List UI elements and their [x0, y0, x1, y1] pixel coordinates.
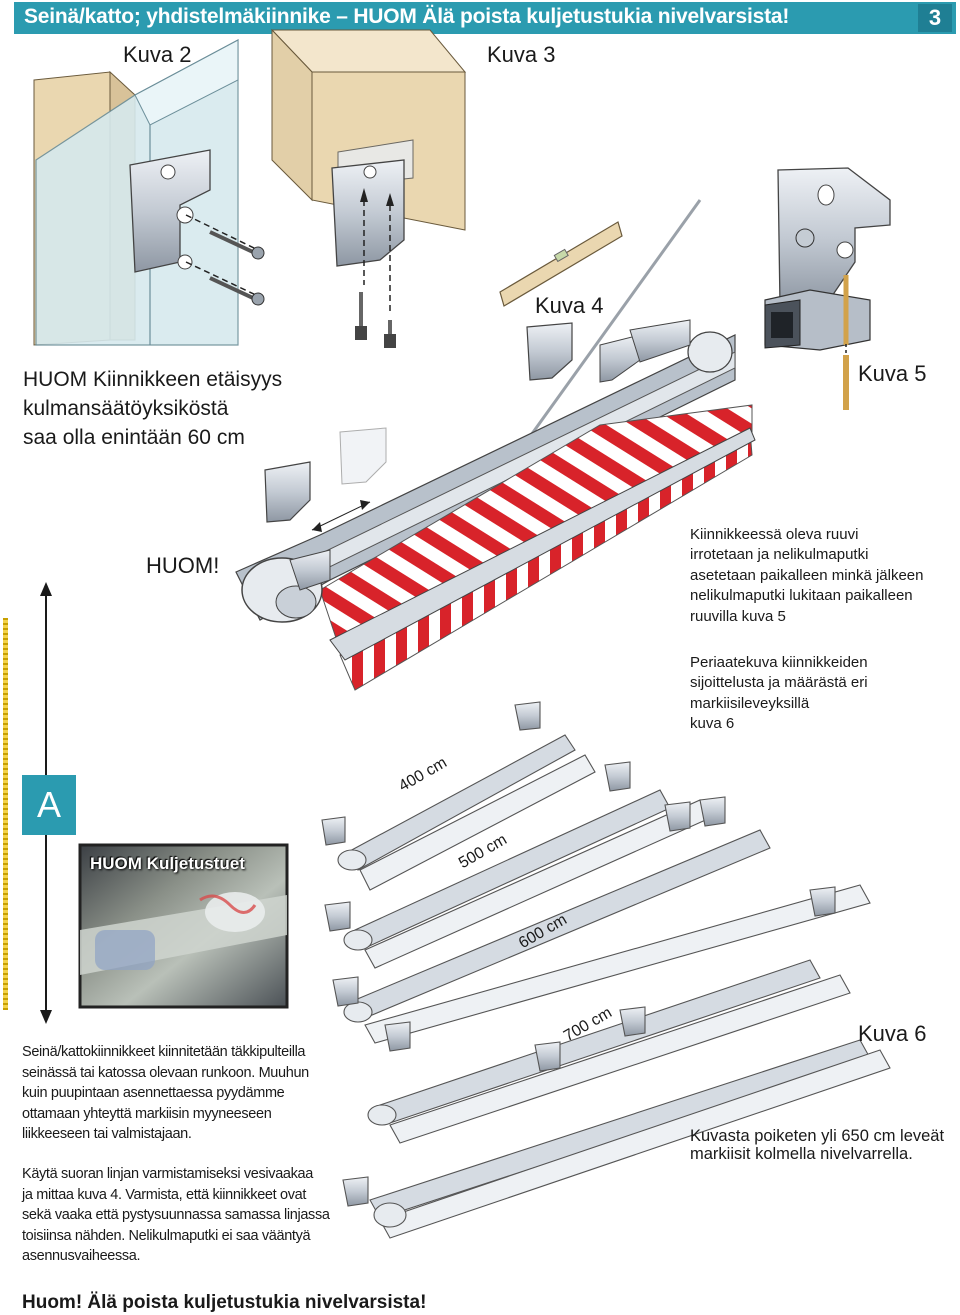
kuva6-awning-variants: [321, 701, 891, 1239]
mounting-line: ottamaan yhteyttä markiisin myyneeseen: [22, 1105, 272, 1122]
huom-label: HUOM!: [146, 553, 220, 578]
awning-700-b: [342, 1006, 891, 1239]
level-line: sekä vaaka että pystysuunnassa samassa l…: [22, 1207, 330, 1224]
kuva6-caption-line: Kuvasta poiketen yli 650 cm leveät: [690, 1127, 945, 1145]
level-line: asennusvaiheessa.: [22, 1248, 141, 1265]
principle-note-line: markiisileveyksillä: [690, 694, 810, 712]
screw-note-line: irrotetaan ja nelikulmaputki: [690, 546, 869, 564]
screw-note-line: ruuvilla kuva 5: [690, 607, 786, 625]
page-title: Seinä/katto; yhdistelmäkiinnike – HUOM Ä…: [24, 5, 790, 28]
kuva3-label: Kuva 3: [487, 42, 556, 67]
page-number: 3: [918, 4, 952, 32]
kuva2-wall-drawing: [33, 38, 265, 346]
mounting-line: liikkeeseen tai valmistajaan.: [22, 1126, 192, 1143]
kuva5-bracket-drawing: [764, 167, 891, 410]
header-bar: Seinä/katto; yhdistelmäkiinnike – HUOM Ä…: [14, 2, 956, 34]
mounting-line: Seinä/kattokiinnikkeet kiinnitetään täkk…: [22, 1044, 306, 1060]
awning-500: [324, 761, 711, 969]
principle-note-line: Periaatekuva kiinnikkeiden: [690, 654, 868, 671]
level-line: ja mittaa kuva 4. Varmista, että kiinnik…: [22, 1186, 306, 1203]
screw-note: Kiinnikkeessä oleva ruuvi irrotetaan ja …: [690, 525, 924, 627]
awning-600: [332, 796, 871, 1044]
distance-note-line: kulmansäätöyksiköstä: [23, 397, 229, 420]
distance-note: HUOM Kiinnikkeen etäisyys kulmansäätöyks…: [23, 365, 282, 452]
kuva6-caption: Kuvasta poiketen yli 650 cm leveät marki…: [690, 1127, 944, 1163]
principle-note: Periaatekuva kiinnikkeiden sijoittelusta…: [690, 653, 868, 735]
principle-note-line: kuva 6: [690, 715, 735, 733]
ruler-strip: [3, 618, 8, 1010]
main-awning-drawing: [235, 319, 756, 691]
mounting-instructions: Seinä/kattokiinnikkeet kiinnitetään täkk…: [22, 1042, 357, 1145]
screw-note-line: nelikulmaputki lukitaan paikalleen: [690, 587, 913, 605]
kuva6-caption-line: markiisit kolmella nivelvarrella.: [690, 1145, 913, 1163]
transport-photo-label: HUOM Kuljetustuet: [90, 854, 245, 873]
screw-note-line: Kiinnikkeessä oleva ruuvi: [690, 526, 859, 543]
distance-note-line: HUOM Kiinnikkeen etäisyys: [23, 368, 283, 391]
screw-note-line: asetetaan paikalleen minkä jälkeen: [690, 566, 924, 584]
kuva4-label: Kuva 4: [535, 293, 604, 318]
principle-note-line: sijoittelusta ja määrästä eri: [690, 674, 868, 692]
mounting-line: seinässä tai katossa olevaan runkoon. Mu…: [22, 1064, 309, 1081]
level-line: toisiinsa nähden. Nelikulmaputki ei saa …: [22, 1227, 311, 1244]
awning-700: [367, 959, 851, 1144]
footer-warning: Huom! Älä poista kuljetustukia nivelvars…: [22, 1292, 427, 1313]
level-instructions: Käytä suoran linjan varmistamiseksi vesi…: [22, 1164, 357, 1267]
transport-support-photo: [78, 843, 289, 1009]
kuva6-label: Kuva 6: [858, 1021, 927, 1046]
kuva3-beam-drawing: [270, 28, 467, 348]
kuva2-label: Kuva 2: [123, 42, 192, 67]
kuva5-label: Kuva 5: [858, 361, 927, 386]
level-line: Käytä suoran linjan varmistamiseksi vesi…: [22, 1166, 313, 1182]
awning-400: [321, 701, 596, 891]
mounting-line: kuin puupintaan asennettaessa pyydämme: [22, 1085, 285, 1102]
distance-note-line: saa olla enintään 60 cm: [23, 426, 245, 449]
dimension-a-badge: A: [22, 775, 76, 835]
